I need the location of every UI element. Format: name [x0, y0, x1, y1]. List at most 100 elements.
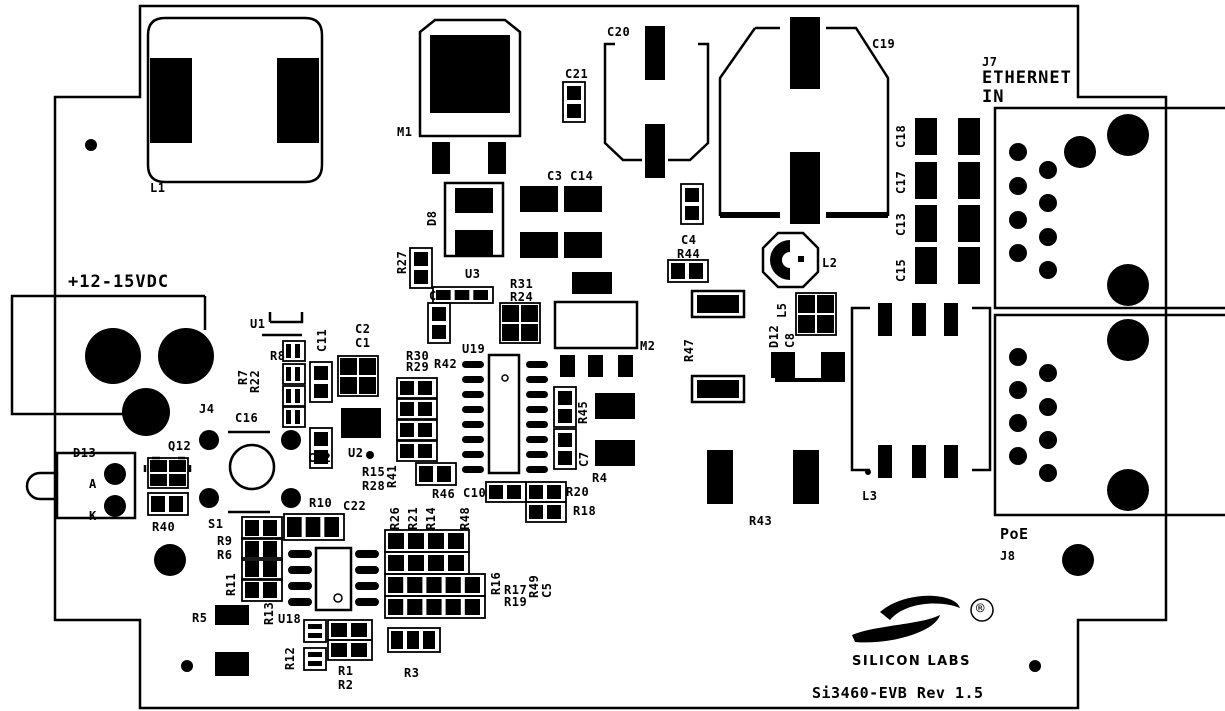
r40-label: R40 [152, 520, 176, 534]
r2-label: R2 [338, 678, 354, 692]
c9-label: C9 [429, 289, 445, 303]
u1-label: U1 [250, 317, 266, 331]
smd-pad [428, 533, 444, 549]
smd-pad [169, 496, 183, 512]
smd-pad [245, 582, 259, 598]
smd-pad [464, 599, 480, 615]
smd-pad [295, 389, 300, 403]
r48-label: R48 [458, 506, 472, 530]
c12-label: C12 [308, 451, 332, 465]
smd-pad [305, 517, 321, 537]
r41-label: R41 [385, 464, 399, 488]
smd-pad [689, 263, 703, 279]
smd-pad [169, 460, 186, 472]
c20-label: C20 [607, 25, 631, 39]
poe-label: PoE [1000, 525, 1029, 543]
smd-pad [529, 485, 543, 499]
r6-label: R6 [217, 548, 233, 562]
smd-footprint-outline [309, 361, 333, 403]
smd-pad [388, 599, 404, 615]
smd-footprint-outline [562, 81, 586, 123]
smd-pad [287, 517, 302, 537]
r43-label: R43 [749, 514, 773, 528]
smd-footprint-outline [241, 557, 283, 581]
smd-pad [295, 367, 300, 381]
smd-pad [454, 290, 470, 300]
smd-pad [547, 505, 561, 519]
m1-outline [418, 18, 522, 138]
smd-pad [400, 402, 414, 416]
c11-label: C11 [315, 328, 329, 352]
r14-label: R14 [424, 506, 438, 530]
smd-pad [286, 344, 291, 358]
r19-label: R19 [504, 595, 528, 609]
d13-label: D13 [73, 446, 97, 460]
r10-label: R10 [309, 496, 333, 510]
j7-label: J7 [982, 55, 998, 69]
smd-pad [473, 290, 488, 300]
smd-pad [286, 389, 291, 403]
smd-pad [407, 577, 423, 593]
smd-pad [388, 555, 404, 571]
smd-pad [407, 631, 419, 649]
k-label: K [89, 509, 97, 523]
smd-footprint-outline [303, 647, 327, 671]
smd-pad [448, 533, 464, 549]
smd-pad [351, 623, 367, 637]
smd-pad [502, 305, 519, 322]
smd-pad [263, 582, 277, 598]
smd-pad [263, 561, 277, 577]
m2-outline [553, 300, 639, 350]
smd-pad [567, 86, 581, 100]
smd-footprint-outline [147, 457, 189, 489]
d8-label: D8 [425, 210, 439, 226]
smd-footprint-outline [415, 462, 457, 486]
r4-label: R4 [592, 471, 608, 485]
smd-pad [521, 305, 538, 322]
c4-label: C4 [681, 233, 697, 247]
r5-label: R5 [192, 611, 208, 625]
smd-pad [340, 358, 357, 375]
smd-footprint-outline [396, 440, 438, 462]
q12-label: Q12 [168, 439, 192, 453]
r13-label: R13 [262, 601, 276, 625]
s1-button [228, 443, 276, 491]
r47-label: R47 [682, 338, 696, 362]
c20-outline [603, 42, 710, 162]
smd-footprint-outline [525, 501, 567, 523]
c3-c14-label: C3 C14 [547, 169, 594, 183]
smd-pad [507, 485, 521, 499]
s1-label: S1 [208, 517, 224, 531]
smd-pad [567, 104, 581, 118]
smd-pad [340, 377, 357, 394]
r20-label: R20 [566, 485, 590, 499]
c5-label: C5 [540, 582, 554, 598]
r28-label: R28 [362, 479, 386, 493]
smd-pad [263, 541, 277, 557]
smd-pad [359, 377, 376, 394]
smd-pad [331, 623, 347, 637]
r17-label: R17 [504, 583, 528, 597]
smd-pad [817, 295, 834, 313]
m1-label: M1 [397, 125, 413, 139]
smd-pad [351, 643, 367, 657]
smd-footprint-outline [282, 385, 306, 407]
smd-pad [295, 410, 300, 424]
smd-pad [685, 206, 699, 220]
r46-label: R46 [432, 487, 456, 501]
d13-body [25, 451, 137, 520]
r30-label: R30 [406, 349, 430, 363]
smd-pad [436, 290, 451, 300]
l5-label: L5 [775, 302, 789, 318]
l2-outline [761, 231, 820, 289]
silicon-labs-logo [852, 595, 994, 643]
smd-footprint-outline [387, 627, 441, 653]
u19-body [487, 353, 521, 475]
smd-pad [521, 324, 538, 341]
smd-pad [418, 444, 432, 458]
smd-pad [798, 295, 815, 313]
r22-label: R22 [248, 369, 262, 393]
smd-pad [400, 444, 414, 458]
smd-pad [547, 485, 561, 499]
